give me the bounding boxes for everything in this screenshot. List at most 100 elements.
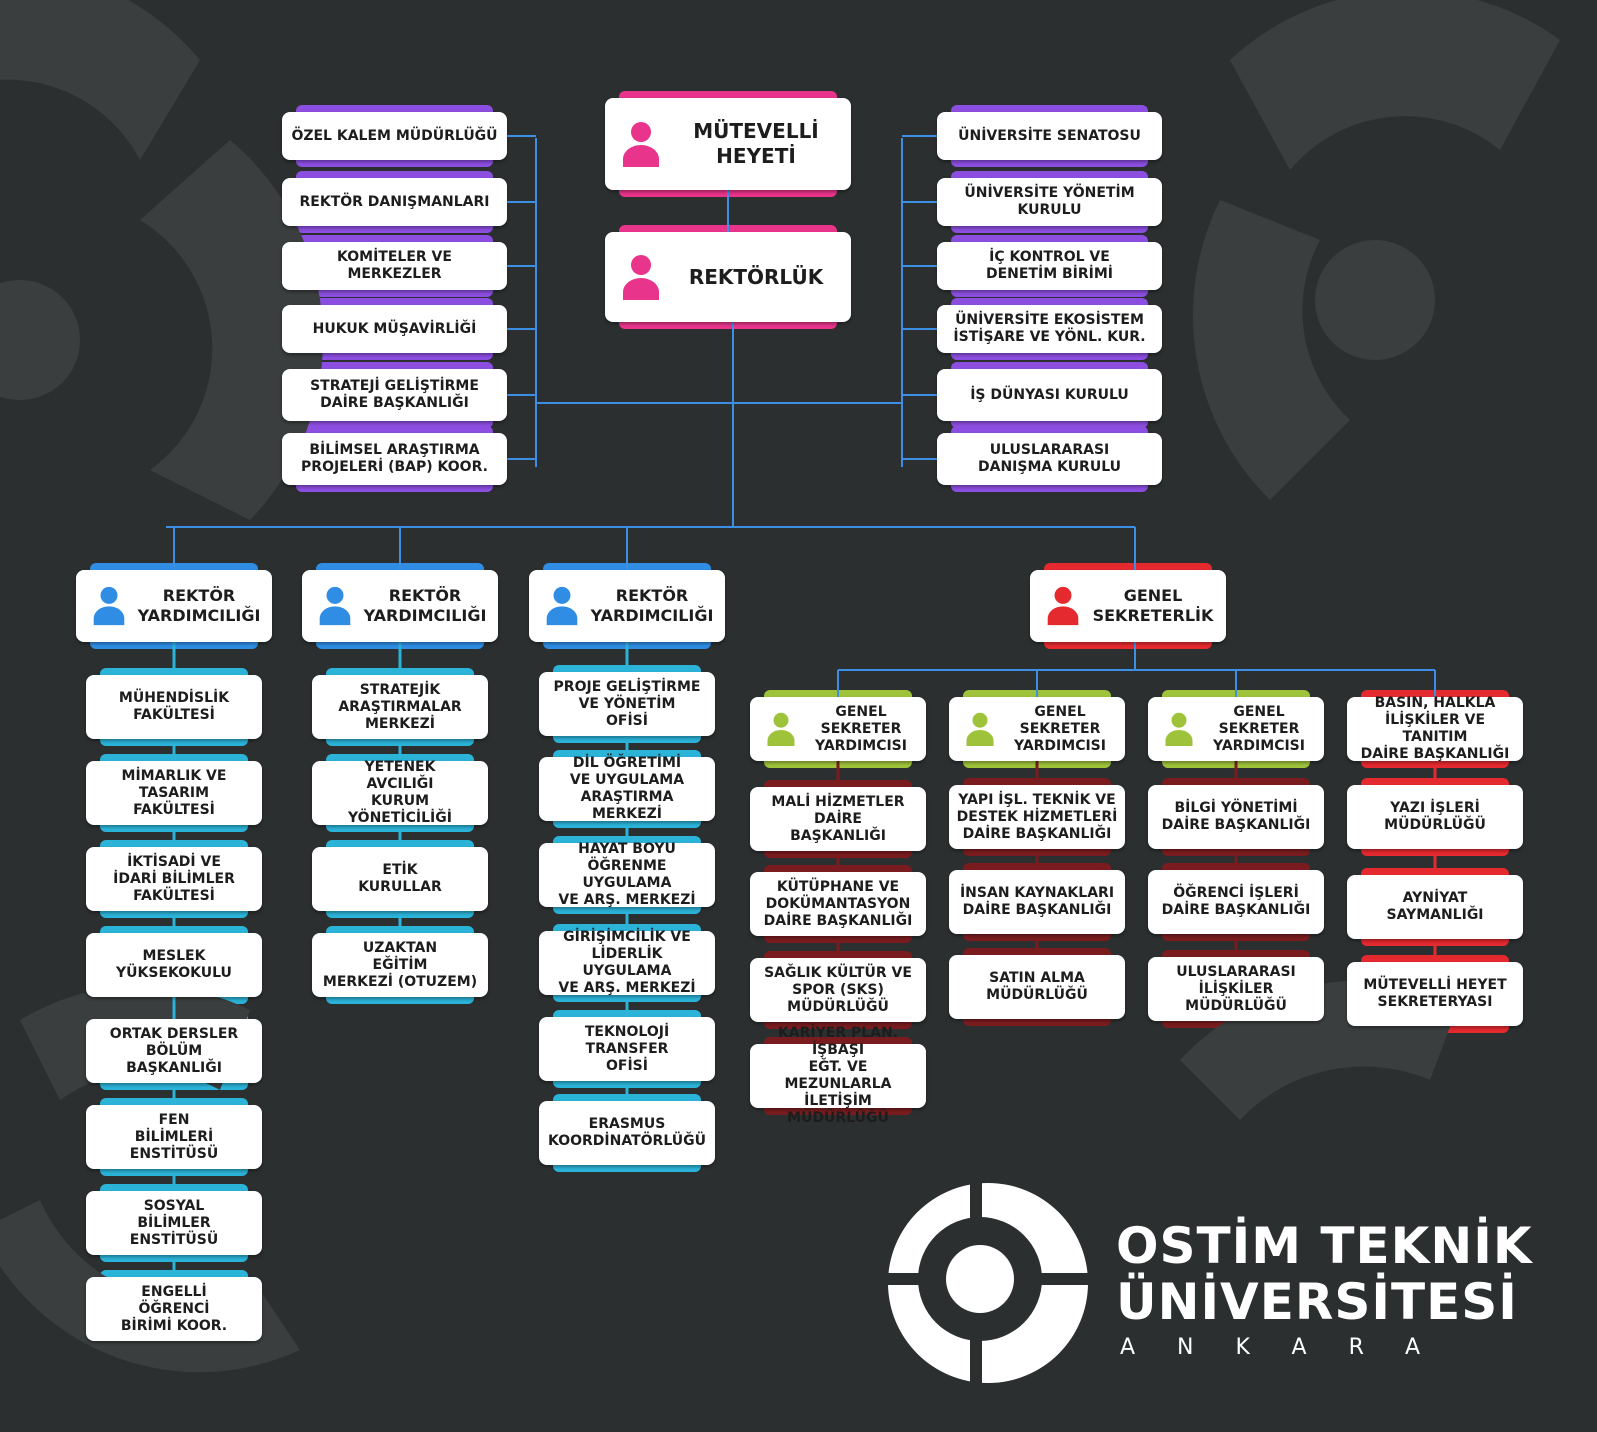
- vice-rector-1-unit-8-label: ENGELLİ ÖĞRENCİ BİRİMİ KOOR.: [120, 1283, 228, 1334]
- vice-rector-2-unit-2-label: YETENEK AVCILIĞI KURUM YÖNETİCİLİĞİ: [348, 759, 452, 826]
- right-unit-6[interactable]: ULUSLARARASI DANIŞMA KURULU: [937, 426, 1162, 492]
- vice-rector-3-unit-5-label: TEKNOLOJİ TRANSFER OFİSİ: [584, 1023, 670, 1074]
- rektorluk[interactable]: REKTÖRLÜK: [605, 225, 851, 329]
- gs-branch-1[interactable]: GENEL SEKRETER YARDIMCISI: [750, 690, 926, 768]
- left-unit-3[interactable]: KOMİTELER VE MERKEZLER: [282, 235, 507, 297]
- right-unit-4[interactable]: ÜNİVERSİTE EKOSİSTEM İSTİŞARE VE YÖNL. K…: [937, 298, 1162, 360]
- vice-rector-1-unit-8[interactable]: ENGELLİ ÖĞRENCİ BİRİMİ KOOR.: [86, 1270, 262, 1348]
- gs-branch-2-label: GENEL SEKRETER YARDIMCISI: [1014, 703, 1106, 754]
- vice-rector-1-unit-4[interactable]: MESLEK YÜKSEKOKULU: [86, 926, 262, 1004]
- gs-branch-1-unit-3[interactable]: SAĞLIK KÜLTÜR VE SPOR (SKS) MÜDÜRLÜĞÜ: [750, 951, 926, 1029]
- right-unit-3[interactable]: İÇ KONTROL VE DENETİM BİRİMİ: [937, 235, 1162, 297]
- vice-rector-1-unit-7[interactable]: SOSYAL BİLİMLER ENSTİTÜSÜ: [86, 1184, 262, 1262]
- vice-rector-3-unit-3-label: HAYAT BOYU ÖĞRENME UYGULAMA VE ARŞ. MERK…: [558, 841, 696, 908]
- gs-branch-3-unit-2-label: ÖĞRENCİ İŞLERİ DAİRE BAŞKANLIĞI: [1161, 885, 1311, 918]
- vice-rector-1-unit-5-label: ORTAK DERSLER BÖLÜM BAŞKANLIĞI: [109, 1025, 239, 1076]
- gs-branch-1-unit-4-label: KARİYER PLAN. İŞBAŞI EĞT. VE MEZUNLARLA …: [777, 1025, 899, 1126]
- logo-name-line1: OSTİM TEKNİK: [1116, 1217, 1533, 1275]
- vice-rector-1-unit-7-label: SOSYAL BİLİMLER ENSTİTÜSÜ: [129, 1197, 219, 1248]
- right-unit-2-label: ÜNİVERSİTE YÖNETİM KURULU: [964, 185, 1135, 218]
- vice-rector-2-unit-4[interactable]: UZAKTAN EĞİTİM MERKEZİ (OTUZEM): [312, 926, 488, 1004]
- right-unit-1[interactable]: ÜNİVERSİTE SENATOSU: [937, 105, 1162, 167]
- vice-rector-1-unit-2[interactable]: MİMARLIK VE TASARIM FAKÜLTESİ: [86, 754, 262, 832]
- person-icon: [623, 122, 659, 167]
- gs-branch-3-unit-1-label: BİLGİ YÖNETİMİ DAİRE BAŞKANLIĞI: [1161, 800, 1311, 833]
- gs-branch-2-unit-2-label: İNSAN KAYNAKLARI DAİRE BAŞKANLIĞI: [959, 885, 1115, 918]
- vice-rector-3-unit-4[interactable]: GİRİŞİMCİLİK VE LİDERLİK UYGULAMA VE ARŞ…: [539, 924, 715, 1002]
- vice-rector-2-unit-3-label: ETİK KURULLAR: [358, 862, 442, 895]
- vice-rector-2[interactable]: REKTÖR YARDIMCILIĞI: [302, 563, 498, 649]
- gs-branch-4-unit-1-label: YAZI İŞLERİ MÜDÜRLÜĞÜ: [1384, 800, 1486, 833]
- vice-rector-1-unit-3-label: İKTİSADİ VE İDARİ BİLİMLER FAKÜLTESİ: [113, 853, 235, 904]
- vice-rector-1-unit-4-label: MESLEK YÜKSEKOKULU: [116, 948, 232, 981]
- vice-rector-1-unit-3[interactable]: İKTİSADİ VE İDARİ BİLİMLER FAKÜLTESİ: [86, 840, 262, 918]
- person-icon: [319, 587, 351, 626]
- vice-rector-2-unit-2[interactable]: YETENEK AVCILIĞI KURUM YÖNETİCİLİĞİ: [312, 754, 488, 832]
- gs-branch-4-label: BASIN, HALKLA İLİŞKİLER VE TANITIM DAİRE…: [1360, 695, 1510, 762]
- gs-branch-4-unit-1[interactable]: YAZI İŞLERİ MÜDÜRLÜĞÜ: [1347, 778, 1523, 856]
- mutevelli-heyeti[interactable]: MÜTEVELLİ HEYETİ: [605, 91, 851, 197]
- gs-branch-2-unit-3[interactable]: SATIN ALMA MÜDÜRLÜĞÜ: [949, 948, 1125, 1026]
- right-unit-2[interactable]: ÜNİVERSİTE YÖNETİM KURULU: [937, 171, 1162, 233]
- vice-rector-3[interactable]: REKTÖR YARDIMCILIĞI: [529, 563, 725, 649]
- gs-branch-1-unit-1[interactable]: MALİ HİZMETLER DAİRE BAŞKANLIĞI: [750, 780, 926, 858]
- vice-rector-3-unit-3[interactable]: HAYAT BOYU ÖĞRENME UYGULAMA VE ARŞ. MERK…: [539, 836, 715, 914]
- left-unit-5-label: STRATEJİ GELİŞTİRME DAİRE BAŞKANLIĞI: [310, 378, 479, 411]
- vice-rector-2-unit-4-label: UZAKTAN EĞİTİM MERKEZİ (OTUZEM): [322, 939, 478, 990]
- gs-branch-4-unit-3[interactable]: MÜTEVELLİ HEYET SEKRETERYASI: [1347, 955, 1523, 1033]
- vice-rector-3-unit-6[interactable]: ERASMUS KOORDİNATÖRLÜĞÜ: [539, 1094, 715, 1172]
- left-unit-6-label: BİLİMSEL ARAŞTIRMA PROJELERİ (BAP) KOOR.: [301, 442, 488, 475]
- vice-rector-2-unit-1-label: STRATEJİK ARAŞTIRMALAR MERKEZİ: [338, 681, 462, 732]
- gs-branch-1-unit-1-label: MALİ HİZMETLER DAİRE BAŞKANLIĞI: [771, 793, 905, 844]
- vice-rector-3-label: REKTÖR YARDIMCILIĞI: [590, 586, 714, 625]
- gs-branch-4-unit-2[interactable]: AYNİYAT SAYMANLIĞI: [1347, 868, 1523, 946]
- mutevelli-heyeti-label: MÜTEVELLİ HEYETİ: [693, 119, 819, 168]
- vice-rector-2-unit-1[interactable]: STRATEJİK ARAŞTIRMALAR MERKEZİ: [312, 668, 488, 746]
- vice-rector-1-unit-2-label: MİMARLIK VE TASARIM FAKÜLTESİ: [121, 767, 227, 818]
- left-unit-2[interactable]: REKTÖR DANIŞMANLARI: [282, 171, 507, 233]
- right-unit-5-label: İŞ DÜNYASI KURULU: [970, 386, 1129, 403]
- vice-rector-1[interactable]: REKTÖR YARDIMCILIĞI: [76, 563, 272, 649]
- person-icon: [93, 587, 125, 626]
- person-icon: [1047, 587, 1079, 626]
- gs-branch-4[interactable]: BASIN, HALKLA İLİŞKİLER VE TANITIM DAİRE…: [1347, 690, 1523, 768]
- gs-branch-3-unit-1[interactable]: BİLGİ YÖNETİMİ DAİRE BAŞKANLIĞI: [1148, 778, 1324, 856]
- gs-branch-3[interactable]: GENEL SEKRETER YARDIMCISI: [1148, 690, 1324, 768]
- right-unit-3-label: İÇ KONTROL VE DENETİM BİRİMİ: [985, 249, 1114, 282]
- gs-branch-3-label: GENEL SEKRETER YARDIMCISI: [1213, 703, 1305, 754]
- gs-branch-1-unit-2[interactable]: KÜTÜPHANE VE DOKÜMANTASYON DAİRE BAŞKANL…: [750, 865, 926, 943]
- left-unit-5[interactable]: STRATEJİ GELİŞTİRME DAİRE BAŞKANLIĞI: [282, 362, 507, 428]
- gs-branch-2[interactable]: GENEL SEKRETER YARDIMCISI: [949, 690, 1125, 768]
- vice-rector-2-label: REKTÖR YARDIMCILIĞI: [363, 586, 487, 625]
- left-unit-4[interactable]: HUKUK MÜŞAVİRLİĞİ: [282, 298, 507, 360]
- vice-rector-1-unit-1[interactable]: MÜHENDİSLİK FAKÜLTESİ: [86, 668, 262, 746]
- gs-branch-2-unit-2[interactable]: İNSAN KAYNAKLARI DAİRE BAŞKANLIĞI: [949, 863, 1125, 941]
- left-unit-6[interactable]: BİLİMSEL ARAŞTIRMA PROJELERİ (BAP) KOOR.: [282, 426, 507, 492]
- left-unit-3-label: KOMİTELER VE MERKEZLER: [337, 249, 452, 282]
- right-unit-5[interactable]: İŞ DÜNYASI KURULU: [937, 362, 1162, 428]
- right-unit-4-label: ÜNİVERSİTE EKOSİSTEM İSTİŞARE VE YÖNL. K…: [953, 312, 1146, 345]
- gs-branch-2-unit-1[interactable]: YAPI İŞL. TEKNİK VE DESTEK HİZMETLERİ DA…: [949, 778, 1125, 856]
- vice-rector-3-unit-2[interactable]: DİL ÖĞRETİMİ VE UYGULAMA ARAŞTIRMA MERKE…: [539, 750, 715, 828]
- logo-mark-icon: [888, 1155, 1098, 1385]
- gs-branch-3-unit-3[interactable]: ULUSLARARASI İLİŞKİLER MÜDÜRLÜĞÜ: [1148, 950, 1324, 1028]
- logo-name-line2: ÜNİVERSİTESİ: [1116, 1273, 1518, 1331]
- left-unit-1[interactable]: ÖZEL KALEM MÜDÜRLÜĞÜ: [282, 105, 507, 167]
- logo-city: ANKARA: [1120, 1335, 1463, 1360]
- vice-rector-1-unit-1-label: MÜHENDİSLİK FAKÜLTESİ: [118, 690, 230, 723]
- person-icon: [767, 712, 795, 747]
- gs-branch-1-unit-3-label: SAĞLIK KÜLTÜR VE SPOR (SKS) MÜDÜRLÜĞÜ: [764, 964, 912, 1015]
- gs-branch-1-unit-4[interactable]: KARİYER PLAN. İŞBAŞI EĞT. VE MEZUNLARLA …: [750, 1025, 926, 1126]
- gs-branch-3-unit-2[interactable]: ÖĞRENCİ İŞLERİ DAİRE BAŞKANLIĞI: [1148, 863, 1324, 941]
- vice-rector-1-unit-6[interactable]: FEN BİLİMLERİ ENSTİTÜSÜ: [86, 1098, 262, 1176]
- vice-rector-3-unit-5[interactable]: TEKNOLOJİ TRANSFER OFİSİ: [539, 1010, 715, 1088]
- vice-rector-3-unit-1[interactable]: PROJE GELİŞTİRME VE YÖNETİM OFİSİ: [539, 665, 715, 743]
- left-unit-4-label: HUKUK MÜŞAVİRLİĞİ: [312, 320, 477, 337]
- person-icon: [966, 712, 994, 747]
- vice-rector-2-unit-3[interactable]: ETİK KURULLAR: [312, 840, 488, 918]
- vice-rector-3-unit-4-label: GİRİŞİMCİLİK VE LİDERLİK UYGULAMA VE ARŞ…: [558, 929, 696, 996]
- person-icon: [1165, 712, 1193, 747]
- genel-sekreterlik[interactable]: GENEL SEKRETERLİK: [1030, 563, 1226, 649]
- vice-rector-1-unit-5[interactable]: ORTAK DERSLER BÖLÜM BAŞKANLIĞI: [86, 1012, 262, 1090]
- gs-branch-1-label: GENEL SEKRETER YARDIMCISI: [815, 703, 907, 754]
